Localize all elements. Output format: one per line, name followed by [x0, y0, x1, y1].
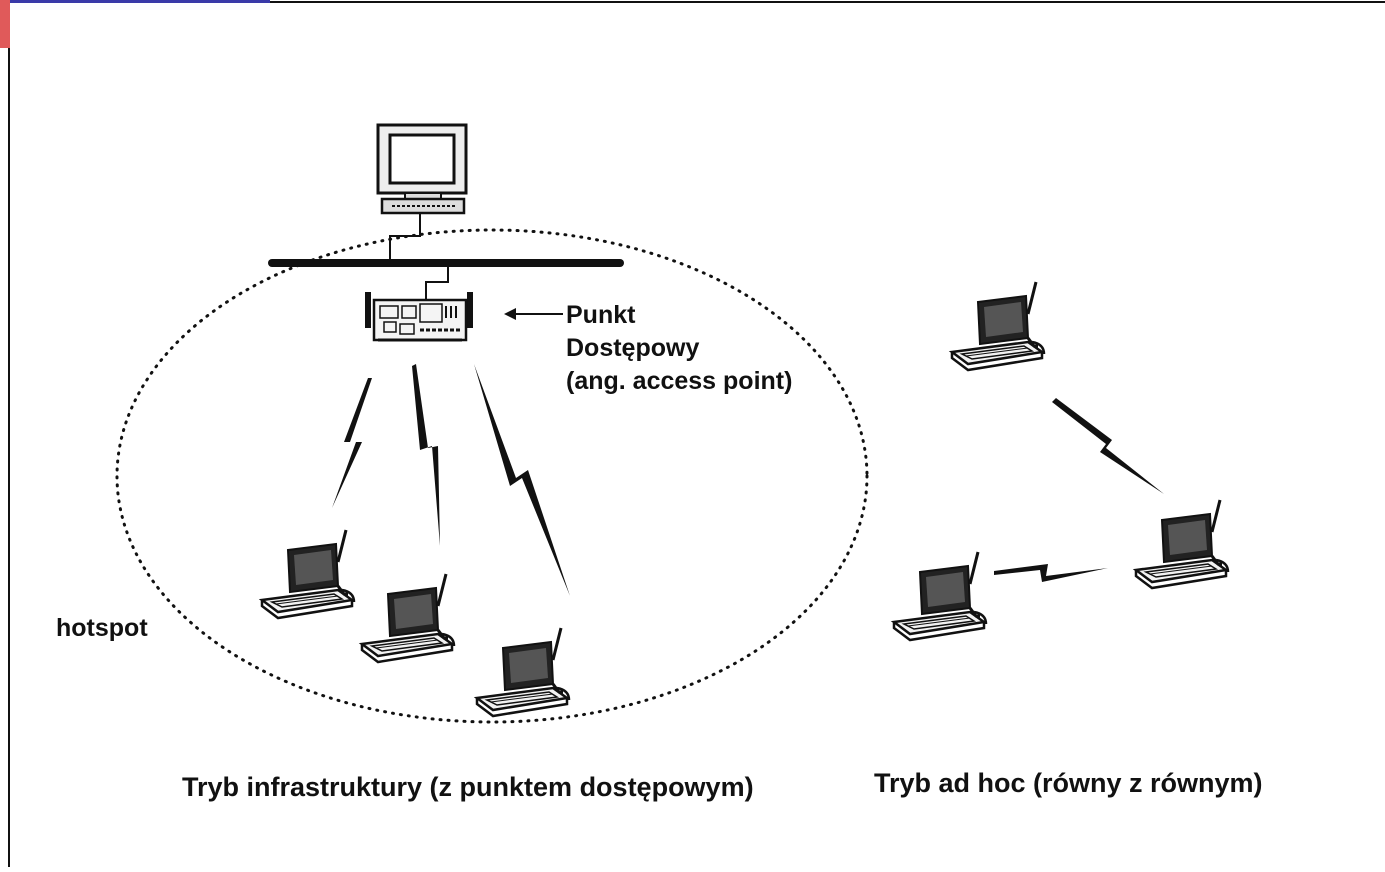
laptop-icon: [260, 528, 356, 620]
laptop-icon: [892, 550, 988, 642]
access-point-label-line-3: (ang. access point): [566, 367, 793, 395]
laptop-icon: [475, 626, 571, 718]
laptop-icon: [950, 280, 1046, 372]
wireless-link-icon: [994, 398, 1164, 582]
access-point-label: Punkt Dostępowy (ang. access point): [566, 299, 792, 398]
access-point-icon: [365, 292, 473, 342]
wireless-link-icon: [332, 364, 570, 596]
infrastructure-mode-caption: Tryb infrastruktury (z punktem dostępowy…: [182, 772, 754, 802]
laptop-icon: [360, 572, 456, 664]
desktop-computer-icon: [376, 123, 468, 215]
access-point-label-line-1: Punkt: [566, 301, 636, 329]
hotspot-area: [115, 228, 869, 724]
access-point-label-line-2: Dostępowy: [566, 334, 700, 362]
laptop-icon: [1134, 498, 1230, 590]
frame-accent: [0, 0, 10, 48]
adhoc-mode-caption: Tryb ad hoc (równy z równym): [874, 768, 1263, 798]
hotspot-label: hotspot: [56, 614, 148, 642]
